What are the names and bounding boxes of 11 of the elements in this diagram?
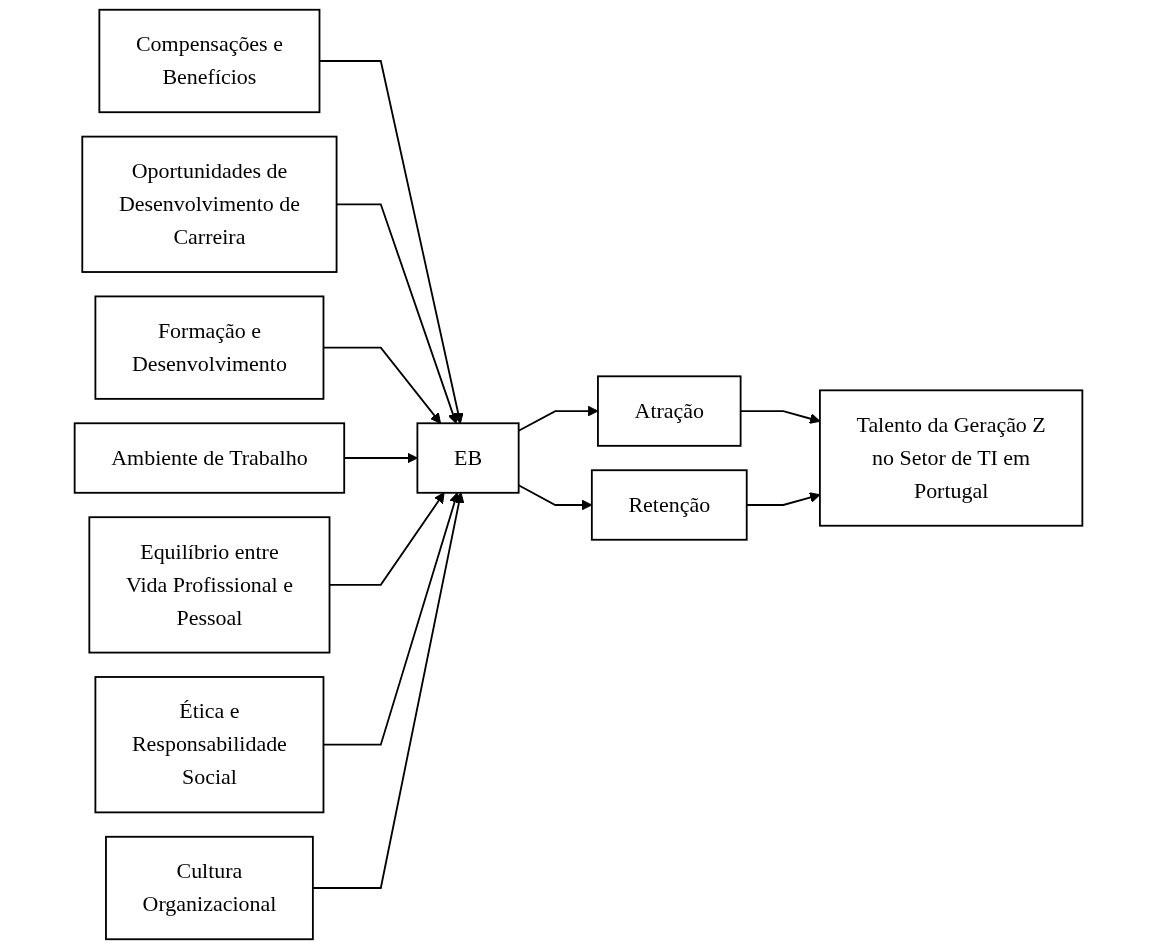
node-box: Equilíbrio entre Vida Profissional e Pessoal xyxy=(88,516,331,654)
node-box: EB xyxy=(416,422,520,494)
node-box: Atração xyxy=(597,375,742,447)
node-box: Formação e Desenvolvimento xyxy=(94,295,325,400)
node-box: Retenção xyxy=(590,469,748,541)
node-box: Cultura Organizacional xyxy=(105,835,314,941)
node-box: Talento da Geração Z no Setor de TI em Portugal xyxy=(819,389,1084,527)
node-box: Compensações e Benefícios xyxy=(98,8,321,114)
node-box: Oportunidades de Desenvolvimento de Carreira xyxy=(81,135,338,273)
node-box: Ética e Responsabilidade Social xyxy=(94,676,325,814)
node-box: Ambiente de Trabalho xyxy=(73,422,346,494)
